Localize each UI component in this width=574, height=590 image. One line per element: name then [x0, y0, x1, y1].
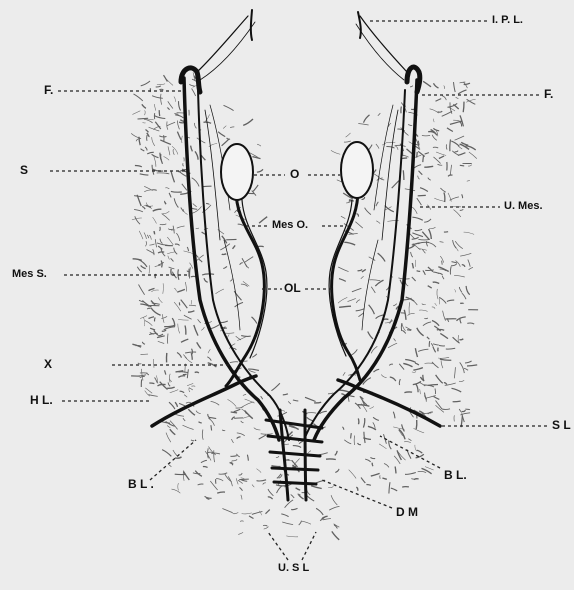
- fibre-stroke: [439, 345, 445, 346]
- fibre-stroke: [351, 433, 352, 438]
- fibre-stroke: [149, 383, 154, 384]
- fibre-stroke: [444, 232, 448, 233]
- fibre-stroke: [326, 459, 336, 460]
- fibre-stroke: [380, 476, 381, 479]
- fibre-stroke: [450, 139, 451, 151]
- fibre-stroke: [358, 418, 359, 424]
- fibre-stroke: [435, 389, 436, 395]
- fibre-stroke: [171, 269, 172, 276]
- right-ovary: [341, 142, 373, 198]
- label-x: X: [44, 358, 52, 370]
- fibre-stroke: [154, 318, 155, 322]
- fibre-stroke: [403, 170, 404, 180]
- fibre-stroke: [314, 402, 321, 403]
- label-mes-o: Mes O.: [272, 219, 308, 231]
- fibre-stroke: [460, 165, 464, 166]
- label-ipl: I. P. L.: [492, 14, 523, 26]
- label-s: S: [20, 164, 28, 176]
- label-u-mes: U. Mes.: [504, 200, 543, 212]
- label-dm: D M: [396, 506, 418, 518]
- fibre-stroke: [404, 392, 412, 393]
- fibre-stroke: [239, 479, 249, 480]
- fibre-stroke: [438, 348, 439, 352]
- fibre-stroke: [231, 412, 237, 413]
- fibre-stroke: [442, 261, 443, 265]
- fibre-stroke: [203, 186, 212, 187]
- fibre-stroke: [453, 401, 461, 402]
- fibre-stroke: [437, 329, 444, 330]
- fibre-stroke: [465, 409, 470, 410]
- label-hl: H L.: [30, 394, 53, 406]
- fibre-stroke: [402, 158, 408, 159]
- label-f-left: F.: [44, 84, 53, 96]
- fibre-stroke: [211, 425, 212, 430]
- fibre-stroke: [429, 341, 430, 347]
- fibre-stroke: [416, 420, 417, 429]
- left-ovary: [221, 144, 253, 200]
- fibre-stroke: [417, 271, 421, 272]
- fibre-stroke: [159, 110, 160, 116]
- label-f-right: F.: [544, 88, 553, 100]
- label-bl-left: B L .: [128, 478, 154, 490]
- fibre-stroke: [234, 418, 243, 419]
- fibre-stroke: [222, 254, 227, 255]
- label-o: O: [290, 168, 299, 180]
- label-sl: S L: [552, 419, 571, 431]
- label-bl-right: B L.: [444, 469, 467, 481]
- fibre-stroke: [417, 152, 418, 158]
- label-usl: U. S L: [278, 562, 309, 574]
- label-ol: OL: [284, 282, 301, 294]
- label-mes-s: Mes S.: [12, 268, 47, 280]
